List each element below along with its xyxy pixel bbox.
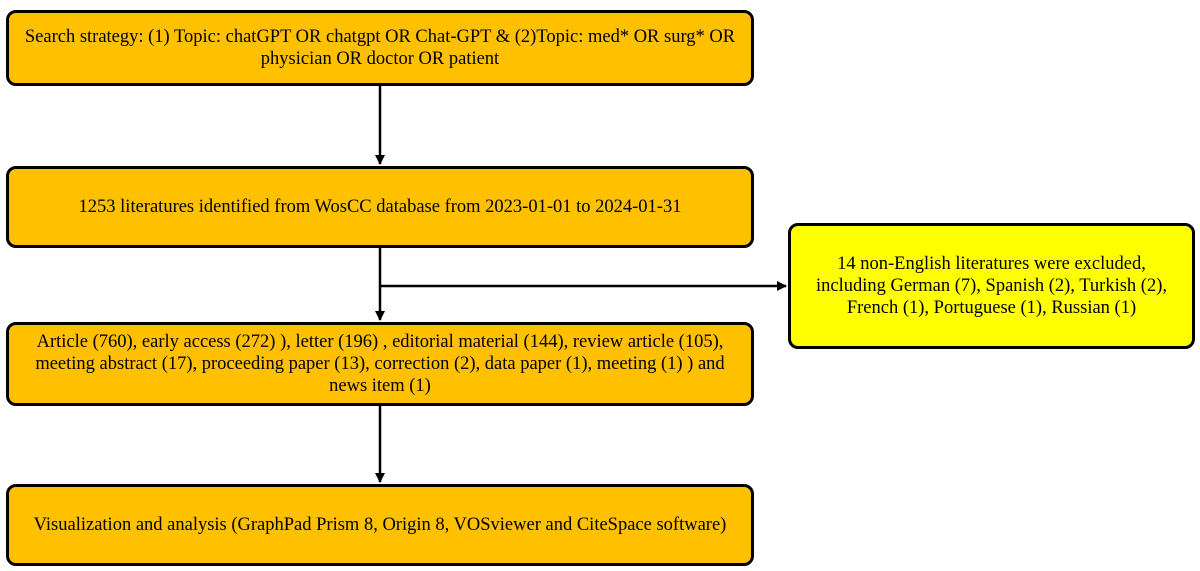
visualization-text: Visualization and analysis (GraphPad Pri… <box>33 514 727 535</box>
exclusion-box: 14 non-English literatures were excluded… <box>788 223 1195 349</box>
identified-records-box: 1253 literatures identified from WosCC d… <box>6 166 754 248</box>
document-types-text: Article (760), early access (272) ), let… <box>35 331 725 397</box>
search-strategy-text: Search strategy: (1) Topic: chatGPT OR c… <box>24 26 736 69</box>
identified-records-text: 1253 literatures identified from WosCC d… <box>78 196 682 217</box>
exclusion-text: 14 non-English literatures were excluded… <box>816 253 1167 319</box>
visualization-box: Visualization and analysis (GraphPad Pri… <box>6 484 754 566</box>
document-types-box: Article (760), early access (272) ), let… <box>6 322 754 406</box>
search-strategy-box: Search strategy: (1) Topic: chatGPT OR c… <box>6 10 754 86</box>
